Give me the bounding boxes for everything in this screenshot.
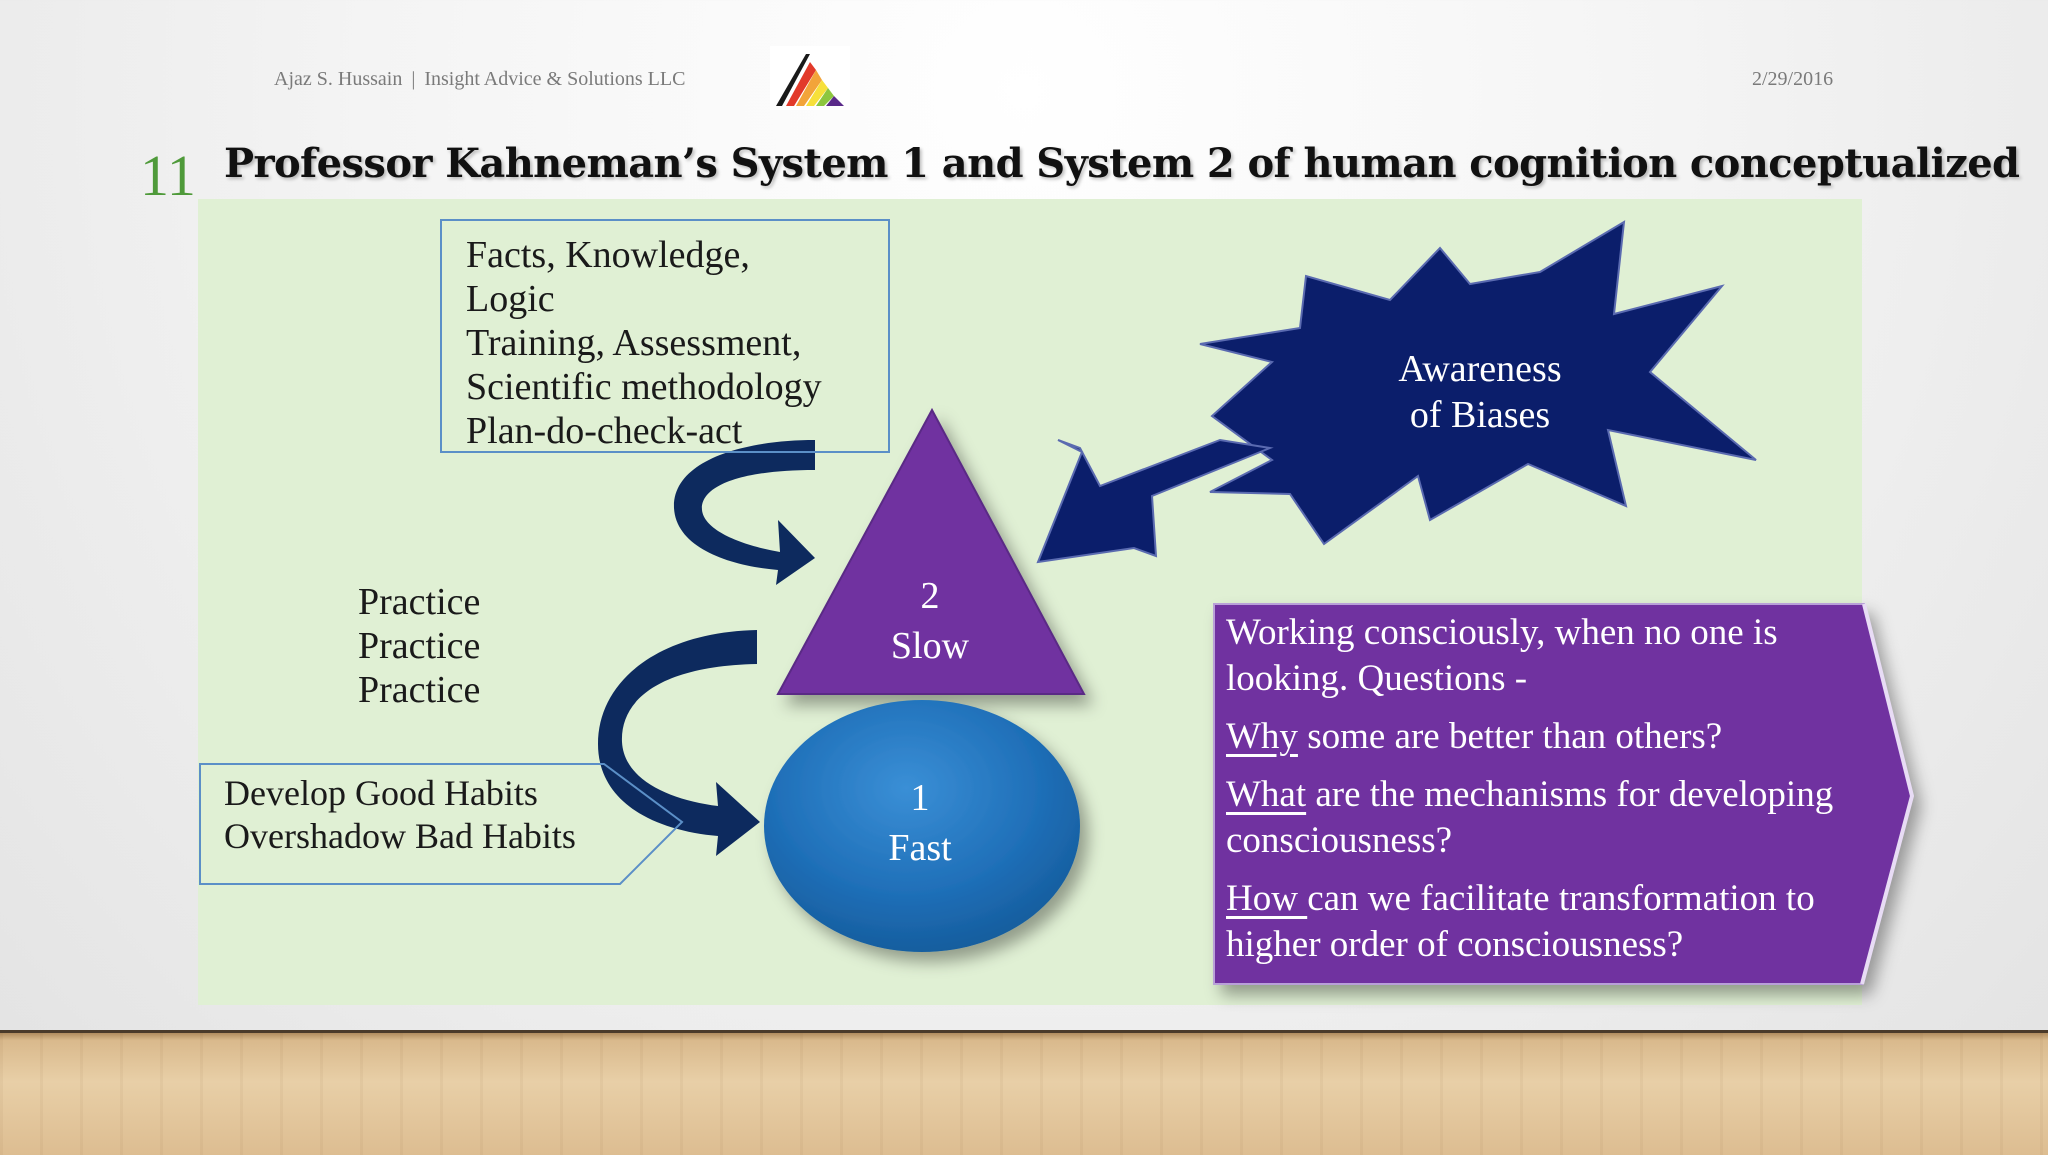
habits-text: Develop Good Habits Overshadow Bad Habit… <box>224 772 576 858</box>
callout-key-what: What <box>1226 774 1307 815</box>
awareness-line: of Biases <box>1409 394 1551 436</box>
habits-line: Overshadow Bad Habits <box>224 816 576 856</box>
header-date: 2/29/2016 <box>1752 68 1834 90</box>
header-separator: | <box>411 68 416 90</box>
questions-callout-text: Working consciously, when no one is look… <box>1226 610 1876 980</box>
header-author: Ajaz S. Hussain <box>274 68 403 90</box>
system1-label: Fast <box>888 827 952 869</box>
slide-number: 11 <box>140 143 196 208</box>
header-author-company: Ajaz S. Hussain | Insight Advice & Solut… <box>274 68 685 91</box>
callout-rest-how: can we facilitate transformation to high… <box>1226 878 1815 965</box>
practice-line: Practice <box>358 669 481 711</box>
curved-arrow-icon <box>673 440 815 585</box>
callout-rest-what: are the mechanisms for developing consci… <box>1226 774 1834 861</box>
floor-background <box>0 1030 2048 1155</box>
callout-key-why: Why <box>1226 716 1298 757</box>
callout-rest-why: some are better than others? <box>1297 716 1723 757</box>
awareness-arrow-icon <box>1036 438 1274 564</box>
system1-number: 1 <box>910 777 930 819</box>
facts-line: Training, Assessment, <box>466 322 802 364</box>
curved-arrow-icon <box>598 630 760 856</box>
habits-line: Develop Good Habits <box>224 773 538 813</box>
practice-line: Practice <box>358 581 481 623</box>
facts-line: Plan-do-check-act <box>466 410 743 452</box>
practice-text: Practice Practice Practice <box>358 580 480 712</box>
facts-line: Scientific methodology <box>466 366 822 408</box>
callout-key-how: How <box>1226 878 1308 919</box>
callout-question-how: How can we facilitate transformation to … <box>1226 876 1876 968</box>
practice-line: Practice <box>358 625 481 667</box>
habits-callout-outline <box>199 763 684 885</box>
awareness-line: Awareness <box>1398 348 1562 390</box>
awareness-text: Awareness of Biases <box>1360 346 1600 438</box>
callout-question-what: What are the mechanisms for developing c… <box>1226 772 1876 864</box>
system1-ellipse <box>764 700 1080 952</box>
callout-intro: Working consciously, when no one is look… <box>1226 612 1778 699</box>
system2-number: 2 <box>920 575 940 617</box>
facts-line: Logic <box>466 278 555 320</box>
facts-box: Facts, Knowledge, Logic Training, Assess… <box>440 219 890 453</box>
slide-title: Professor Kahneman’s System 1 and System… <box>224 140 2020 187</box>
callout-question-why: Why some are better than others? <box>1226 714 1876 760</box>
system2-label: Slow <box>890 625 970 667</box>
system2-triangle <box>776 407 1086 695</box>
starburst-icon <box>1199 220 1757 546</box>
header-company: Insight Advice & Solutions LLC <box>424 68 686 90</box>
logo-icon <box>770 46 850 110</box>
facts-line: Facts, Knowledge, <box>466 234 750 276</box>
